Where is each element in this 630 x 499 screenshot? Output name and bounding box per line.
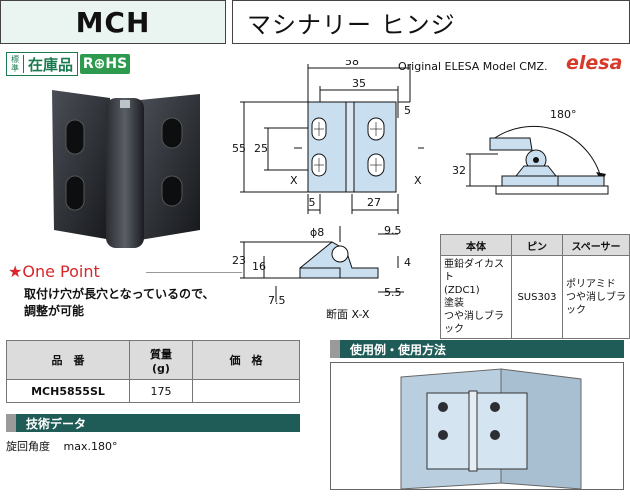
section-mark-left: X bbox=[290, 174, 298, 187]
stock-badge-big: 在庫品 bbox=[28, 55, 74, 74]
section-caption: 断面 X-X bbox=[326, 307, 370, 321]
usage-illustration bbox=[400, 368, 582, 489]
tech-data-bar: 技術データ bbox=[6, 414, 300, 432]
rotation-value: max.180° bbox=[63, 440, 118, 453]
hinge-photo bbox=[52, 90, 200, 248]
usage-frame bbox=[330, 362, 624, 490]
table-row: MCH5855SL 175 bbox=[6, 379, 300, 403]
original-model-text: Original ELESA Model CMZ. bbox=[398, 60, 548, 73]
dim-35: 35 bbox=[352, 77, 366, 90]
prod-header-price: 価 格 bbox=[192, 340, 300, 380]
spec-header-spacer: スペーサー bbox=[562, 234, 630, 256]
one-point-text: 取付け穴が長穴となっているので、 調整が可能 bbox=[24, 286, 215, 320]
usage-title: 使用例・使用方法 bbox=[350, 342, 447, 357]
one-point-line-1: 取付け穴が長穴となっているので、 bbox=[24, 287, 215, 301]
dim-32: 32 bbox=[452, 164, 466, 177]
dim-25: 25 bbox=[254, 142, 268, 155]
dim-23: 23 bbox=[232, 254, 246, 267]
tech-rotation: 旋回角度 max.180° bbox=[6, 438, 117, 454]
product-code-header: MCH bbox=[0, 0, 226, 44]
spec-body-material: 亜鉛ダイカスト (ZDC1) 塗装 つや消しブラック bbox=[440, 255, 512, 339]
spec-body-line-4: つや消しブラック bbox=[444, 311, 504, 335]
prod-part-number: MCH5855SL bbox=[6, 379, 130, 403]
spec-spacer-line-2: つや消しブラック bbox=[566, 291, 626, 316]
dim-4: 4 bbox=[404, 256, 411, 269]
section-view-drawing: ϕ8 9.5 23 16 4 7.5 5.5 断面 X-X bbox=[232, 224, 411, 321]
prod-mass: 175 bbox=[129, 379, 193, 403]
dim-5-top: 5 bbox=[404, 104, 411, 117]
spec-spacer-material: ポリアミド つや消しブラック bbox=[562, 255, 630, 339]
dim-5-bottom: 5 bbox=[309, 196, 316, 209]
spec-header-body: 本体 bbox=[440, 234, 512, 256]
product-table: 品 番 質量 (g) 価 格 MCH5855SL 175 bbox=[6, 340, 300, 403]
rotation-angle-label: 180° bbox=[550, 108, 577, 121]
dim-58: 58 bbox=[345, 60, 359, 68]
standard-stock-badge: 標準 在庫品 bbox=[6, 52, 79, 76]
dim-9-5: 9.5 bbox=[384, 224, 402, 237]
front-view-drawing: 58 35 5 55 25 5 27 X X bbox=[232, 60, 424, 214]
rotation-view-drawing: 180° 32 bbox=[452, 108, 609, 195]
dim-7-5: 7.5 bbox=[268, 294, 286, 307]
rotation-label: 旋回角度 bbox=[6, 440, 50, 453]
rohs-badge: R⊕HS bbox=[80, 54, 130, 74]
material-spec-table: 本体 ピン スペーサー 亜鉛ダイカスト (ZDC1) 塗装 つや消しブラック S… bbox=[440, 234, 630, 339]
usage-bar: 使用例・使用方法 bbox=[330, 340, 624, 358]
prod-header-mass: 質量 (g) bbox=[129, 340, 193, 380]
dim-phi8: ϕ8 bbox=[310, 226, 324, 239]
spec-pin-material: SUS303 bbox=[511, 255, 563, 339]
stock-badge-small: 標準 bbox=[7, 55, 24, 73]
prod-price bbox=[192, 379, 300, 403]
product-name-header: マシナリー ヒンジ bbox=[232, 0, 630, 44]
spec-body-line-2: (ZDC1) bbox=[444, 285, 480, 296]
tech-data-title: 技術データ bbox=[26, 416, 87, 431]
dim-55: 55 bbox=[232, 142, 246, 155]
one-point-title: ★One Point bbox=[8, 262, 100, 281]
dim-27: 27 bbox=[367, 196, 381, 209]
one-point-divider bbox=[146, 272, 242, 273]
section-mark-right: X bbox=[414, 174, 422, 187]
one-point-line-2: 調整が可能 bbox=[24, 304, 85, 318]
prod-header-part: 品 番 bbox=[6, 340, 130, 380]
spec-spacer-line-1: ポリアミド bbox=[566, 278, 616, 290]
elesa-logo: elesa bbox=[566, 52, 623, 74]
spec-body-line-3: 塗装 bbox=[444, 298, 464, 309]
dim-5-5: 5.5 bbox=[384, 286, 402, 299]
spec-header-pin: ピン bbox=[511, 234, 563, 256]
spec-body-line-1: 亜鉛ダイカスト bbox=[444, 259, 504, 283]
dim-16: 16 bbox=[252, 260, 266, 273]
